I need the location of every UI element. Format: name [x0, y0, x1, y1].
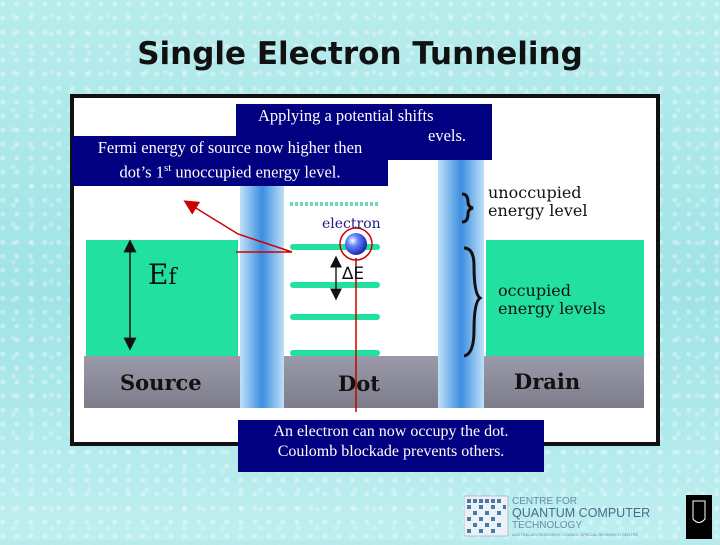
potential-shift-line1: Applying a potential shifts: [258, 106, 434, 125]
drain-energy-band: [486, 240, 644, 356]
electron-ball: [345, 233, 367, 255]
dot-callout-line1: An electron can now occupy the dot.: [273, 423, 509, 440]
occupied-legend-line2: energy levels: [498, 299, 606, 318]
fermi-line2-pre: dot’s 1: [119, 162, 164, 182]
dot-callout-line2: Coulomb blockade prevents others.: [277, 443, 505, 460]
ef-label: Ef: [148, 258, 177, 291]
electron-label: electron: [322, 216, 381, 232]
fermi-pointer-arrow: [183, 200, 293, 253]
unoccupied-brace: [461, 192, 474, 224]
ef-subscript: f: [168, 265, 177, 290]
university-seal: [686, 495, 712, 539]
fermi-energy-callout: Fermi energy of source now higher then d…: [72, 136, 388, 186]
cqct-logo: CENTRE FOR QUANTUM COMPUTER TECHNOLOGY A…: [463, 495, 712, 539]
source-label: Source: [120, 370, 202, 395]
delta-e-label: ∆E: [342, 264, 365, 284]
logo-line4: AUSTRALIAN RESEARCH COUNCIL SPECIAL RESE…: [512, 532, 639, 537]
occupied-legend-line1: occupied: [498, 281, 571, 300]
dot-level-3: [290, 314, 380, 320]
fermi-line2-post: unoccupied energy level.: [171, 162, 341, 182]
occupied-legend: occupied energy levels: [498, 282, 606, 318]
dot-level-4: [290, 350, 380, 356]
ef-letter: E: [148, 258, 169, 291]
dot-label: Dot: [338, 371, 380, 396]
drain-label: Drain: [514, 369, 581, 394]
slide-title: Single Electron Tunneling: [137, 36, 583, 72]
dot-level-2: [290, 282, 380, 288]
potential-shift-line2: evels.: [428, 126, 467, 145]
source-energy-band: [86, 240, 238, 356]
logo-line2: QUANTUM COMPUTER: [512, 506, 650, 520]
fermi-line2-sup: st: [163, 162, 172, 174]
occupied-brace: [463, 246, 483, 358]
fermi-callout-line2: dot’s 1st unoccupied energy level.: [76, 158, 384, 183]
unoccupied-legend-line2: energy level: [488, 201, 588, 220]
unoccupied-legend-line1: unoccupied: [488, 183, 582, 202]
dot-occupancy-callout: An electron can now occupy the dot. Coul…: [238, 420, 544, 472]
unoccupied-legend: unoccupied energy level: [488, 184, 587, 220]
logo-line3: TECHNOLOGY: [512, 520, 582, 531]
logo-line1: CENTRE FOR: [512, 496, 577, 507]
fermi-callout-line1: Fermi energy of source now higher then: [97, 138, 363, 157]
substrate: [84, 356, 644, 408]
footer-logos: CENTRE FOR QUANTUM COMPUTER TECHNOLOGY A…: [463, 493, 714, 540]
university-shield-icon: [692, 500, 706, 523]
